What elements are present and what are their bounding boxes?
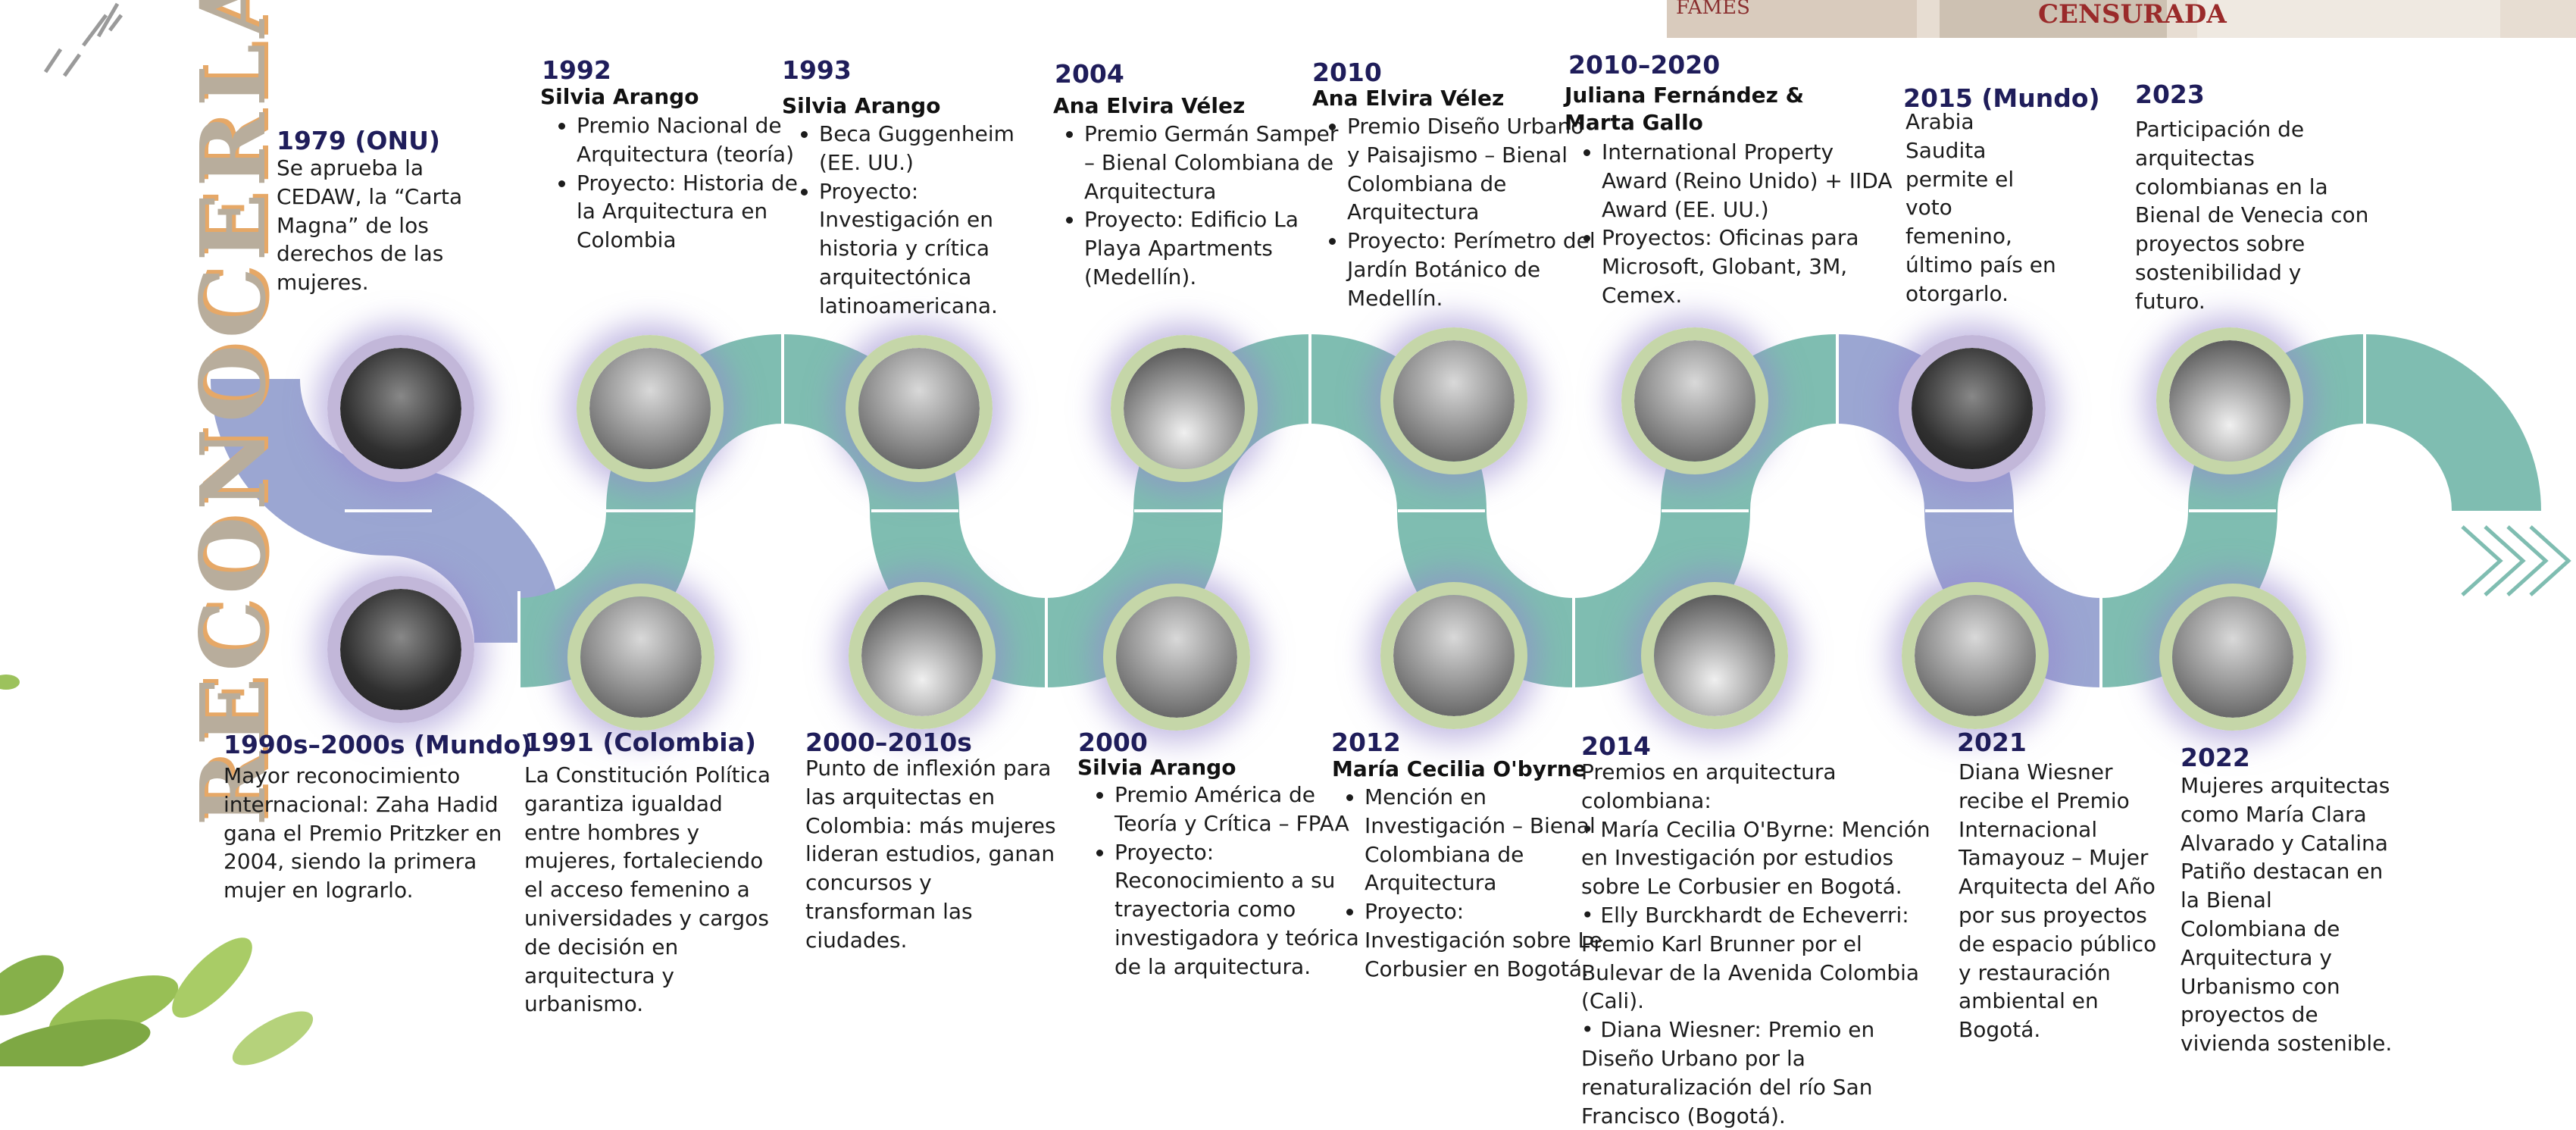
event-year: 1992 [542,55,611,85]
event-person: Ana Elvira Vélez [1312,86,1505,111]
portrait-photo-icon [1380,327,1527,474]
bullet-item: Proyecto: Reconocimiento a su trayectori… [1114,838,1365,981]
event-text: La Constitución Política garantiza igual… [524,762,771,1017]
event-bullets: Beca Guggenheim (EE. UU.) Proyecto: Inve… [784,120,1054,321]
event-text: Diana Wiesner recibe el Premio Internaci… [1959,759,2157,1043]
award-line: • Diana Wiesner: Premio en Diseño Urbano… [1581,1017,1875,1128]
event-year: 2000 [1078,728,1148,757]
group-photo-icon [327,335,474,482]
event-person: Silvia Arango [782,93,941,118]
event-person: Silvia Arango [1077,755,1236,780]
event-bullets: Premio Germán Samper – Bienal Colombiana… [1049,120,1342,292]
aerial-city-photo-icon [849,582,996,729]
plant-decoration [0,675,314,1066]
event-bullets: International Property Award (Reino Unid… [1567,138,1905,310]
landscape-photo-icon [1641,582,1788,729]
next-arrows-icon [2461,525,2571,596]
portrait-photo-icon [577,335,724,482]
event-year: 2000–2010s [805,728,972,757]
portrait-photo-icon [1902,582,2049,729]
event-person: María Cecilia O'byrne [1332,756,1587,781]
portrait-photo-icon [327,576,474,723]
event-year: 1979 (ONU) [277,126,440,155]
event-person: Silvia Arango [540,84,699,109]
event-text: Punto de inflexión para las arquitectas … [805,756,1056,953]
event-year: 2004 [1055,59,1124,89]
event-bullets: Premio Diseño Urbano y Paisajismo – Bien… [1312,112,1597,313]
collage-label-censurada: CENSURADA [2038,0,2227,30]
event-bullets: Mención en Investigación – Bienal Colomb… [1330,783,1607,984]
event-year: 1991 (Colombia) [524,728,756,757]
event-year: 1993 [782,55,852,85]
bullet-item: Premio Diseño Urbano y Paisajismo – Bien… [1347,112,1597,227]
event-year: 2014 [1581,731,1651,761]
event-person: Juliana Fernández & Marta Gallo [1565,83,1805,136]
veiled-woman-photo-icon [1899,335,2046,482]
event-bullets: Premio Nacional de Arquitectura (teoría)… [542,111,804,255]
event-bullets: Premio América de Teoría y Crítica – FPA… [1080,781,1365,981]
event-year: 2023 [2135,80,2205,109]
bullet-item: International Property Award (Reino Unid… [1602,138,1905,224]
bullet-item: Premio Nacional de Arquitectura (teoría) [577,111,804,169]
event-year: 2015 (Mundo) [1903,83,2100,113]
event-year: 2021 [1957,728,2027,757]
portrait-photo-icon [1380,582,1527,729]
portrait-photo-icon [567,584,714,731]
bullet-item: Proyecto: Investigación sobre Le Corbusi… [1365,897,1607,983]
event-text: Premios en arquitectura colombiana: [1581,759,1837,813]
bullet-item: Premio Germán Samper – Bienal Colombiana… [1084,120,1342,205]
bullet-item: Proyectos: Oficinas para Microsoft, Glob… [1602,224,1905,309]
event-text: Mujeres arquitectas como María Clara Alv… [2181,773,2393,1056]
bullet-item: Proyecto: Investigación en historia y cr… [819,177,1054,321]
bullet-item: Proyecto: Historia de la Arquitectura en… [577,169,804,255]
event-year: 2010–2020 [1568,50,1721,80]
event-year: 2012 [1331,728,1401,757]
doodle-icon [43,2,123,77]
portrait-photo-icon [846,335,993,482]
event-text: Se aprueba la CEDAW, la “Carta Magna” de… [277,155,463,296]
event-text: Arabia Saudita permite el voto femenino,… [1905,109,2056,306]
award-line: • María Cecilia O'Byrne: Mención en Inve… [1581,816,1930,900]
bullet-item: Beca Guggenheim (EE. UU.) [819,120,1054,177]
duo-photo-icon [1621,327,1768,474]
event-text: Participación de arquitectas colombianas… [2135,117,2369,314]
award-line: • Elly Burckhardt de Echeverri: Premio K… [1581,902,1920,1014]
bullet-item: Mención en Investigación – Bienal Colomb… [1365,783,1607,897]
ribbon-dividers [345,333,2366,690]
event-text-block: Premios en arquitectura colombiana: • Ma… [1581,758,1945,1130]
bullet-item: Proyecto: Perímetro del Jardín Botánico … [1347,227,1597,312]
portrait-photo-icon [2159,584,2306,731]
bullet-item: Premio América de Teoría y Crítica – FPA… [1114,781,1365,838]
portrait-photo-icon [1103,584,1250,731]
bullet-item: Proyecto: Edificio La Playa Apartments (… [1084,205,1342,291]
pavilion-photo-icon [2156,327,2303,474]
event-text: Mayor reconocimiento internacional: Zaha… [224,763,502,903]
event-year: 1990s–2000s (Mundo) [224,730,533,759]
vertical-title: RECONOCERLAS [180,0,286,826]
event-year: 2022 [2181,743,2250,772]
building-photo-icon [1111,335,1258,482]
event-person: Ana Elvira Vélez [1053,93,1246,118]
event-year: 2010 [1312,58,1382,87]
corner-collage [1667,0,2576,38]
collage-label-fames: FAMES [1676,0,1750,19]
